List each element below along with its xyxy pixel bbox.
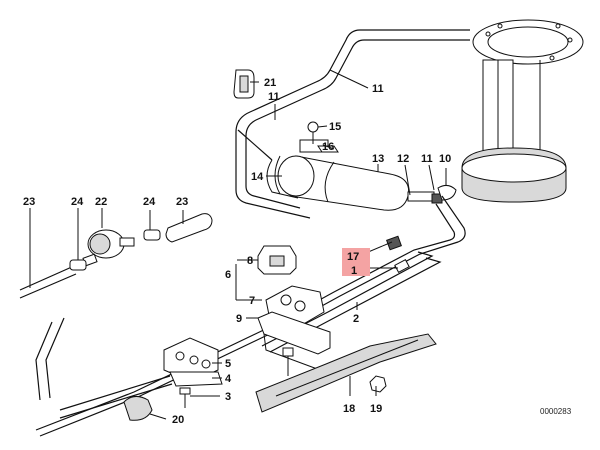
drawing-number: 0000283 [540,407,572,416]
fuel-line-left [19,265,77,401]
callout-18: 18 [343,403,355,415]
callout-24-left: 24 [71,196,84,208]
callout-4: 4 [225,373,232,385]
callout-19: 19 [370,403,382,415]
callout-7: 7 [249,295,255,307]
clamp-24-left [69,259,87,271]
bracket-9 [257,311,331,371]
grommet-8 [257,245,297,275]
callout-24-right: 24 [143,196,156,208]
bolt-3-center [282,347,294,376]
clip-21 [233,69,255,99]
heat-shield-18 [255,333,437,413]
callout-8: 8 [247,255,253,267]
callout-12: 12 [397,153,409,165]
holder-4 [169,371,223,387]
callout-14: 14 [251,171,264,183]
callout-22: 22 [95,196,107,208]
callout-23-right: 23 [176,196,188,208]
fuel-hose-upper [235,29,470,219]
clip-16 [317,145,339,153]
callout-10: 10 [439,153,451,165]
callout-11-top-right: 11 [372,83,384,95]
callout-13: 13 [372,153,384,165]
callout-3: 3 [225,391,231,403]
callout-11-top-left: 11 [268,91,280,103]
callout-5: 5 [225,358,231,370]
nut-19 [369,375,387,393]
fuel-filter [277,155,443,211]
callout-23-left: 23 [23,196,35,208]
callout-15: 15 [329,121,341,133]
clip-20 [123,396,153,421]
callout-17: 17 [347,251,359,263]
clamp-24-right [143,229,161,241]
callout-21: 21 [264,77,276,89]
callout-11-right: 11 [421,153,433,165]
holder-5 [163,337,219,383]
callouts: 1 2 3 4 5 6 7 8 9 10 11 11 11 12 13 14 1… [23,77,451,426]
fuel-pump-sender-unit [461,19,584,203]
callout-2: 2 [353,313,359,325]
callout-20: 20 [172,414,184,426]
callout-9: 9 [236,313,242,325]
leader-lines [29,69,447,420]
hose-23-short [165,213,213,243]
fuel-line-bottom-left [59,375,173,419]
callout-16: 16 [322,141,334,153]
damper-22 [82,229,135,267]
highlight-box [342,248,370,276]
callout-6: 6 [225,269,231,281]
bolt-3-lower [179,387,191,408]
callout-1: 1 [351,265,357,277]
